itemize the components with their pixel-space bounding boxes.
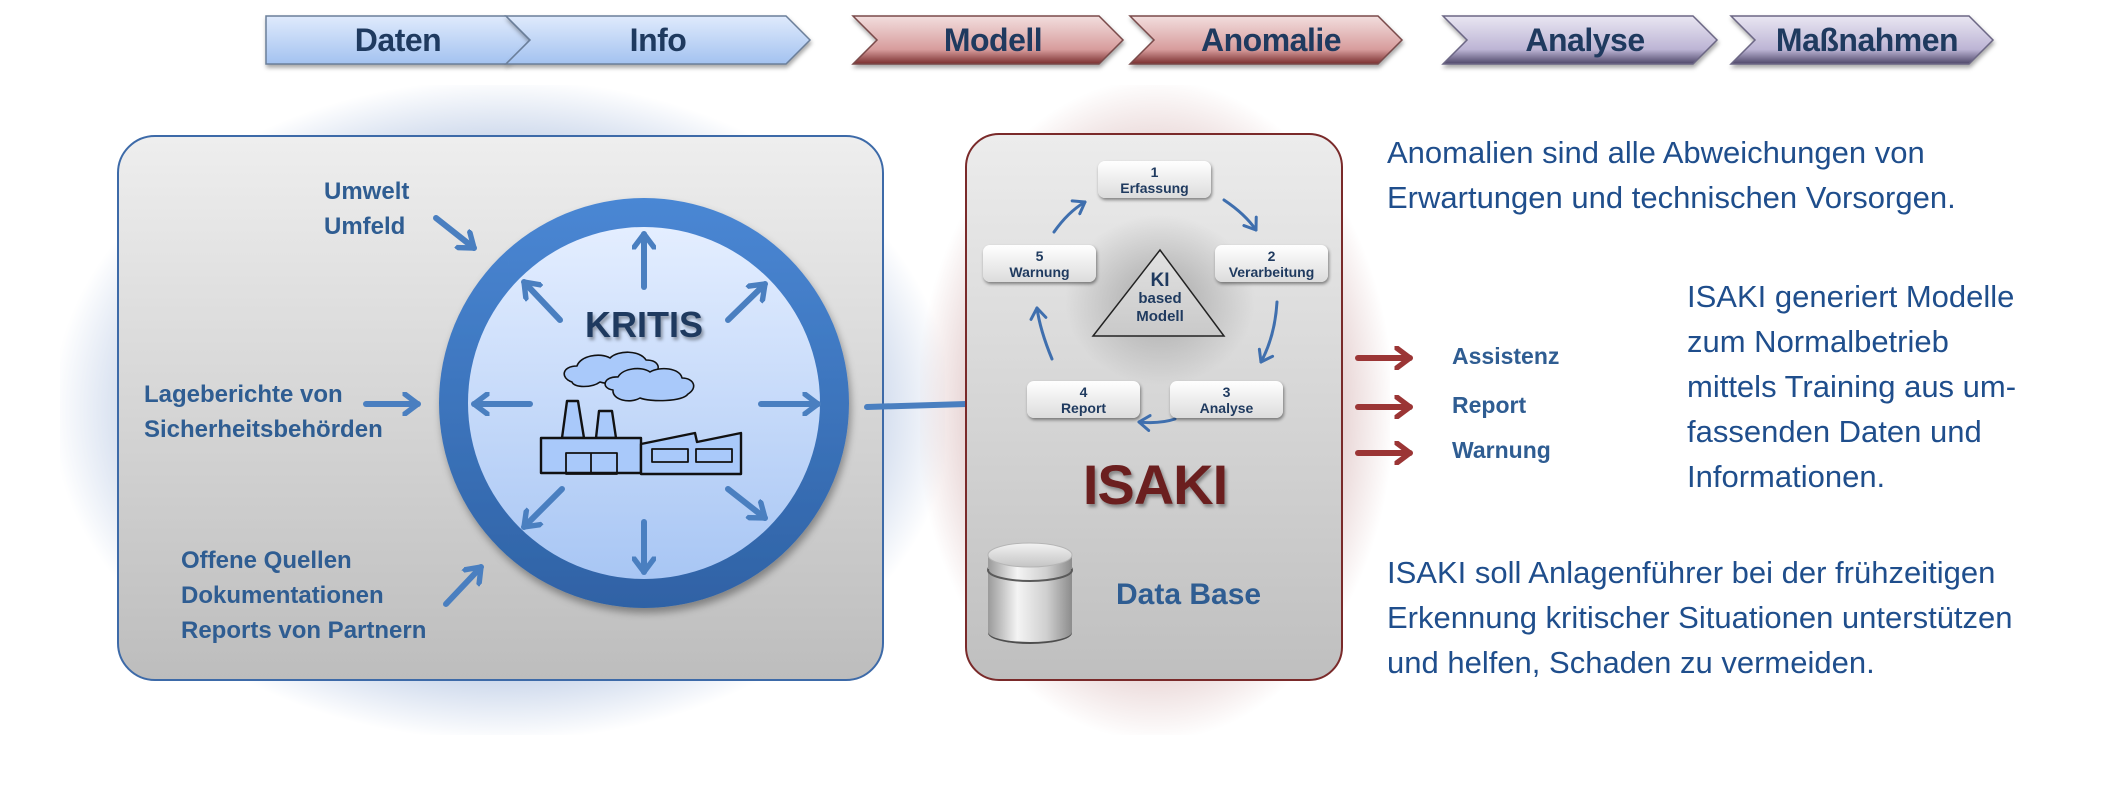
step-info: Info xyxy=(504,15,812,65)
cycle-arrow-3-4-icon xyxy=(1137,414,1177,432)
arrow-down-right-icon xyxy=(725,486,768,521)
factory-icon xyxy=(539,351,743,476)
step-label: Maßnahmen xyxy=(1775,22,1959,58)
description-line: ISAKI soll Anlagenführer bei der frühzei… xyxy=(1387,555,1996,590)
source-arrows xyxy=(363,215,484,607)
chevron-shape xyxy=(504,15,812,65)
isaki-title: ISAKI xyxy=(1082,453,1228,516)
step-label: Analyse xyxy=(1525,22,1645,58)
output-report: Report xyxy=(1452,392,1527,418)
cycle-arrows xyxy=(1029,198,1279,432)
arrow-open-sources-icon xyxy=(443,564,484,607)
chevron-shape xyxy=(1729,15,1995,65)
source-line: Umwelt xyxy=(324,178,410,205)
description-line: Erkennung kritischer Situationen unterst… xyxy=(1387,600,2013,635)
step-daten: Daten xyxy=(265,15,532,65)
cycle-step-label: Analyse xyxy=(1199,400,1254,416)
database-icon xyxy=(987,542,1073,644)
source-line: Sicherheitsbehörden xyxy=(144,416,383,443)
step-analyse: Analyse xyxy=(1441,15,1719,65)
description-line: und helfen, Schaden zu vermeiden. xyxy=(1387,645,1875,680)
source-line: Lageberichte von xyxy=(144,381,343,408)
cycle-step-analyse: 3 Analyse xyxy=(1170,381,1283,418)
description-purpose: ISAKI soll Anlagenführer bei der frühzei… xyxy=(1387,550,2013,685)
cycle-step-report: 4 Report xyxy=(1027,381,1140,418)
cycle-step-label: Warnung xyxy=(1009,264,1070,280)
step-anomalie: Anomalie xyxy=(1128,15,1404,65)
cycle-step-label: Report xyxy=(1060,400,1107,416)
description-line: ISAKI generiert Modelle xyxy=(1687,279,2015,314)
source-environment: Umwelt Umfeld xyxy=(324,174,409,244)
source-line: Offene Quellen xyxy=(181,547,352,574)
source-open-sources: Offene Quellen Dokumentationen Reports v… xyxy=(181,543,426,648)
source-line: Umfeld xyxy=(324,213,406,240)
database-label: Data Base xyxy=(1116,578,1262,611)
cycle-step-warnung: 5 Warnung xyxy=(983,245,1096,282)
cycle-arrow-2-3-icon xyxy=(1257,300,1279,364)
description-models: ISAKI generiert Modelle zum Normalbetrie… xyxy=(1687,274,2016,499)
source-line: Dokumentationen xyxy=(181,582,384,609)
step-modell: Modell xyxy=(851,15,1125,65)
core-line: KI xyxy=(1150,270,1170,291)
cycle-step-label: Verarbeitung xyxy=(1228,264,1315,280)
description-line: Anomalien sind alle Abweichungen von xyxy=(1387,135,1925,170)
description-line: fassenden Daten und xyxy=(1687,414,1982,449)
arrow-up-right-icon xyxy=(725,281,768,323)
step-label: Anomalie xyxy=(1200,22,1342,58)
cycle-step-number: 1 xyxy=(1150,164,1159,180)
source-line: Reports von Partnern xyxy=(181,617,427,644)
cycle-step-verarbeitung: 2 Verarbeitung xyxy=(1215,245,1328,282)
ki-core-label: KI based Modell xyxy=(1110,270,1210,326)
ki-core-triangle xyxy=(1091,248,1226,337)
step-label: Info xyxy=(629,22,687,58)
description-anomalies: Anomalien sind alle Abweichungen von Erw… xyxy=(1387,130,1956,220)
core-line: Modell xyxy=(1136,308,1184,325)
cycle-step-erfassung: 1 Erfassung xyxy=(1098,161,1211,198)
description-line: zum Normalbetrieb xyxy=(1687,324,1949,359)
factory-shed xyxy=(639,431,743,476)
cloud-icon xyxy=(604,367,695,402)
chevron-shape xyxy=(851,15,1125,65)
cycle-arrow-5-1-icon xyxy=(1052,199,1087,234)
chevron-shape xyxy=(1441,15,1719,65)
cycle-step-number: 3 xyxy=(1222,384,1231,400)
step-label: Modell xyxy=(943,22,1043,58)
description-line: Erwartungen und technischen Vorsorgen. xyxy=(1387,180,1956,215)
arrow-up-left-icon xyxy=(521,279,563,323)
output-arrows xyxy=(1355,358,1413,453)
chevron-shape xyxy=(1128,15,1404,65)
core-line: based xyxy=(1138,290,1182,307)
arrow-down-left-icon xyxy=(521,486,565,530)
description-line: Informationen. xyxy=(1687,459,1886,494)
cycle-arrow-4-5-icon xyxy=(1029,306,1054,361)
source-authorities: Lageberichte von Sicherheitsbehörden xyxy=(144,377,383,447)
kritis-title: KRITIS xyxy=(584,304,703,345)
cycle-arrow-1-2-icon xyxy=(1222,198,1258,232)
step-massnahmen: Maßnahmen xyxy=(1729,15,1995,65)
radial-arrows xyxy=(471,231,821,575)
output-warnung: Warnung xyxy=(1452,437,1551,463)
cycle-step-number: 2 xyxy=(1267,248,1276,264)
cycle-step-number: 4 xyxy=(1079,384,1088,400)
cycle-step-number: 5 xyxy=(1035,248,1044,264)
arrow-environment-icon xyxy=(433,215,477,251)
description-line: mittels Training aus um- xyxy=(1687,369,2017,404)
cycle-step-label: Erfassung xyxy=(1120,180,1189,196)
step-label: Daten xyxy=(354,22,442,58)
output-assistenz: Assistenz xyxy=(1452,343,1560,369)
